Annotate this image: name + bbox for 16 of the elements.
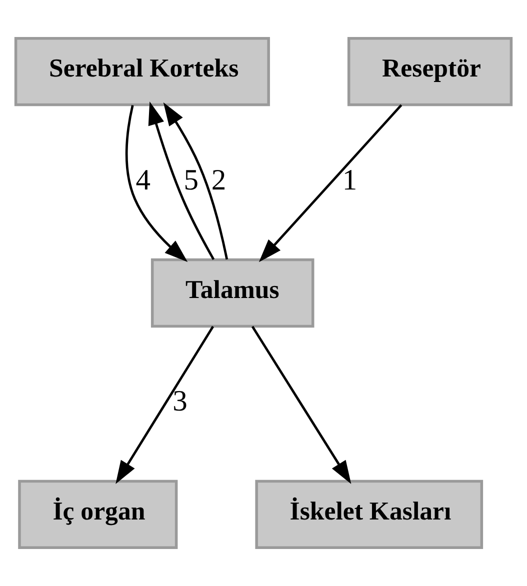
arrow	[116, 326, 214, 484]
node-box: Reseptör	[347, 37, 513, 106]
arrow	[258, 104, 402, 262]
node-box: Talamus	[150, 258, 314, 328]
node-box: İskelet Kasları	[255, 480, 484, 549]
arrow	[251, 326, 352, 484]
edge-label: 3	[172, 386, 188, 418]
node-box: İç organ	[18, 480, 178, 549]
node-box: Serebral Korteks	[14, 37, 270, 106]
edge-label: 1	[342, 164, 358, 196]
edge-label: 4	[136, 164, 150, 196]
arrow	[163, 102, 228, 260]
edge-label: 2	[211, 164, 226, 196]
arrow	[125, 104, 188, 262]
edge-label: 5	[184, 164, 198, 196]
arrow	[148, 101, 215, 260]
